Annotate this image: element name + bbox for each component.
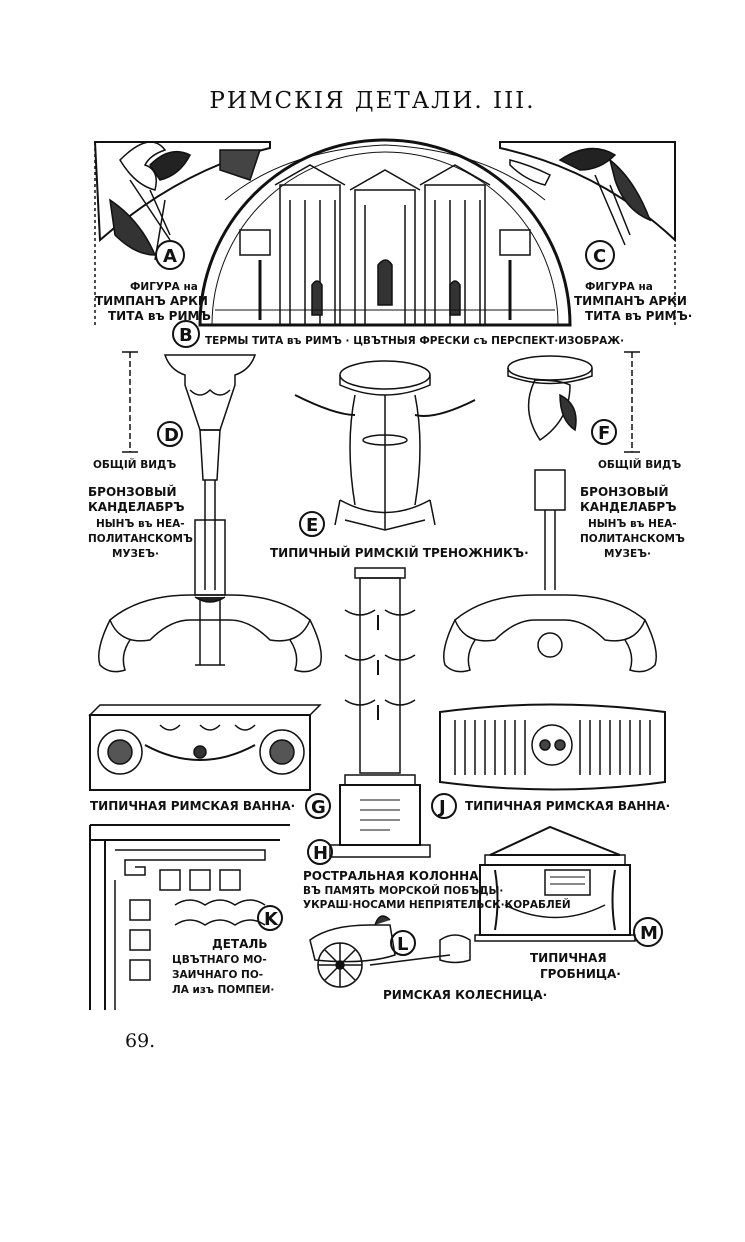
figure-m-tomb [474,825,636,942]
letter-d-circle [157,421,183,447]
caption-c-line3: ТИТА въ РИМЪ· [585,309,692,323]
caption-f-general: ОБЩІЙ ВИДЪ [598,458,681,471]
figure-f-candelabrum [443,351,657,673]
figure-h-rostral-column [329,567,431,858]
letter-m-circle [633,917,663,947]
figure-c-tympanum-right [499,141,676,325]
letter-e: E [306,515,318,536]
figure-b-baths-of-titus [198,138,572,327]
caption-h-line3: УКРАШ·НОСАМИ НЕПРІЯТЕЛЬСК·КОРАБЛЕЙ [303,898,571,911]
caption-c-line1: ФИГУРА на [585,281,653,293]
letter-m: M [640,923,658,944]
letter-k: K [264,909,279,930]
caption-d-line1: БРОНЗОВЫЙ [88,484,177,499]
caption-f-line2: КАНДЕЛАБРЪ [580,500,677,514]
caption-f-line3: НЫНЪ въ НЕА- [588,518,677,530]
letter-a: A [163,246,177,267]
letter-k-circle [257,905,283,931]
caption-m-line1: ТИПИЧНАЯ [530,951,607,965]
caption-h-line1: РОСТРАЛЬНАЯ КОЛОННА [303,869,479,883]
caption-d-line2: КАНДЕЛАБРЪ [88,500,185,514]
letter-d: D [164,425,179,446]
caption-e: ТИПИЧНЫЙ РИМСКІЙ ТРЕНОЖНИКЪ· [270,545,529,560]
figure-d-candelabrum [98,351,322,673]
caption-g: ТИПИЧНАЯ РИМСКАЯ ВАННА· [90,799,295,813]
caption-c-line2: ТИМПАНЪ АРКИ [574,294,687,308]
letter-c-circle [585,240,615,270]
letter-e-circle [299,511,325,537]
caption-a-line1: ФИГУРА на [130,281,198,293]
page-number: 69. [125,1030,156,1052]
caption-k-line4: ЛА изъ ПОМПЕИ· [172,984,274,996]
letter-l: L [397,934,408,955]
caption-h-line2: ВЪ ПАМЯТЬ МОРСКОЙ ПОБЪДЫ· [303,884,503,897]
letter-h: H [313,843,328,864]
caption-j: ТИПИЧНАЯ РИМСКАЯ ВАННА· [465,799,670,813]
figure-g-bath-left [88,704,322,791]
letter-g-circle [305,793,331,819]
letter-b: B [179,325,193,346]
caption-l: РИМСКАЯ КОЛЕСНИЦА· [383,988,547,1002]
letter-f: F [598,423,610,444]
figure-k-mosaic-floor [89,824,290,1010]
caption-k-line3: ЗАИЧНАГО ПО- [172,969,263,981]
caption-f-line5: МУЗЕЪ· [604,548,651,560]
figure-j-bath-right [439,703,666,791]
caption-f-line1: БРОНЗОВЫЙ [580,484,669,499]
letter-f-circle [591,419,617,445]
letter-j: J [437,797,446,818]
letter-j-circle [431,793,457,819]
caption-k-line2: ЦВЪТНАГО МО- [172,954,267,966]
caption-b: ТЕРМЫ ТИТА въ РИМЪ · ЦВЪТНЫЯ ФРЕСКИ съ П… [205,335,624,347]
caption-f-line4: ПОЛИТАНСКОМЪ [580,533,685,545]
caption-a-line2: ТИМПАНЪ АРКИ [95,294,208,308]
caption-k-line1: ДЕТАЛЬ [212,937,267,951]
caption-a-line3: ТИТА въ РИМЪ [108,309,211,323]
figure-e-tripod [294,360,476,531]
letter-b-circle [172,320,200,348]
caption-d-line3: НЫНЪ въ НЕА- [96,518,185,530]
caption-d-line4: ПОЛИТАНСКОМЪ [88,533,193,545]
letter-g: G [311,797,326,818]
letter-l-circle [390,930,416,956]
caption-d-general: ОБЩІЙ ВИДЪ [93,458,176,471]
letter-h-circle [307,839,333,865]
figure-l-chariot [309,915,471,988]
letter-a-circle [155,240,185,270]
page-title: РИМСКІЯ ДЕТАЛИ. III. [209,88,536,114]
caption-d-line5: МУЗЕЪ· [112,548,159,560]
letter-c: C [593,246,606,267]
caption-m-line2: ГРОБНИЦА· [540,967,621,981]
